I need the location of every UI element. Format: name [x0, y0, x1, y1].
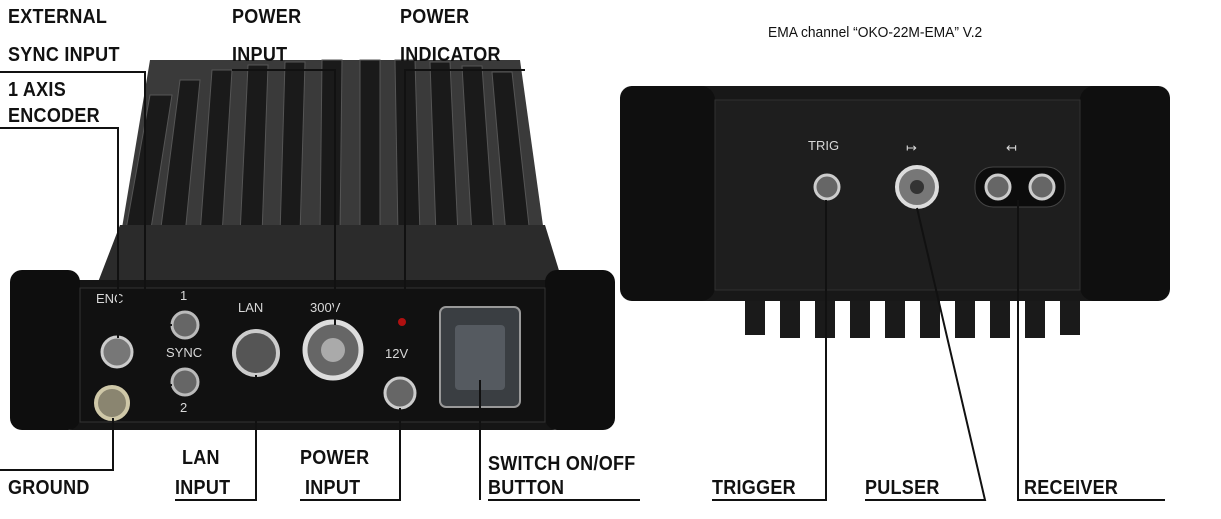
- label-encoder-2: ENCODER: [8, 105, 100, 127]
- ground-terminal[interactable]: [94, 385, 130, 421]
- leader-lines: [0, 69, 1165, 501]
- power-12v-connector[interactable]: [383, 376, 417, 410]
- enc-connector[interactable]: [100, 335, 134, 369]
- panel-mark-trig: TRIG: [808, 138, 839, 153]
- panel-mark-enc: ENC: [96, 291, 123, 306]
- label-switch-2: BUTTON: [488, 477, 565, 499]
- panel-mark-sync: SYNC: [166, 345, 202, 360]
- label-power-input-top-1: POWER: [232, 6, 302, 28]
- sync1-connector[interactable]: [170, 310, 200, 340]
- label-power-indicator-1: POWER: [400, 6, 470, 28]
- trig-connector[interactable]: [813, 173, 841, 201]
- label-switch-1: SWITCH ON/OFF: [488, 453, 636, 475]
- label-external-sync-2: SYNC INPUT: [8, 44, 120, 66]
- right-device: [620, 86, 1170, 338]
- panel-mark-300v: 300V: [310, 300, 341, 315]
- label-trigger: TRIGGER: [712, 477, 796, 499]
- panel-mark-sync1: 1: [180, 288, 187, 303]
- left-device-front-panel: [10, 270, 615, 430]
- label-encoder-1: 1 AXIS: [8, 79, 66, 101]
- panel-mark-12v: 12V: [385, 346, 408, 361]
- label-power-input-top-2: INPUT: [232, 44, 288, 66]
- label-power-indicator-2: INDICATOR: [400, 44, 501, 66]
- label-power-input-bottom-1: POWER: [300, 447, 370, 469]
- receiver-connector-2[interactable]: [1028, 173, 1056, 201]
- label-external-sync-1: EXTERNAL: [8, 6, 108, 28]
- panel-mark-pulser-symbol: ↦: [906, 140, 917, 155]
- label-lan-1: LAN: [182, 447, 220, 469]
- panel-mark-receiver-symbol: ↤: [1006, 140, 1017, 155]
- lan-connector[interactable]: [232, 329, 280, 377]
- label-ground: GROUND: [8, 477, 90, 499]
- panel-mark-sync2: 2: [180, 400, 187, 415]
- receiver-connector-1[interactable]: [984, 173, 1012, 201]
- label-pulser: PULSER: [865, 477, 940, 499]
- panel-mark-lan: LAN: [238, 300, 263, 315]
- power-indicator-led: [398, 318, 406, 326]
- label-receiver: RECEIVER: [1024, 477, 1119, 499]
- sync2-connector[interactable]: [170, 367, 200, 397]
- left-device-heatsink: [95, 59, 565, 290]
- label-power-input-bottom-2: INPUT: [305, 477, 361, 499]
- label-lan-2: INPUT: [175, 477, 231, 499]
- device-caption: EMA channel “OKO-22M-EMA” V.2: [768, 24, 983, 41]
